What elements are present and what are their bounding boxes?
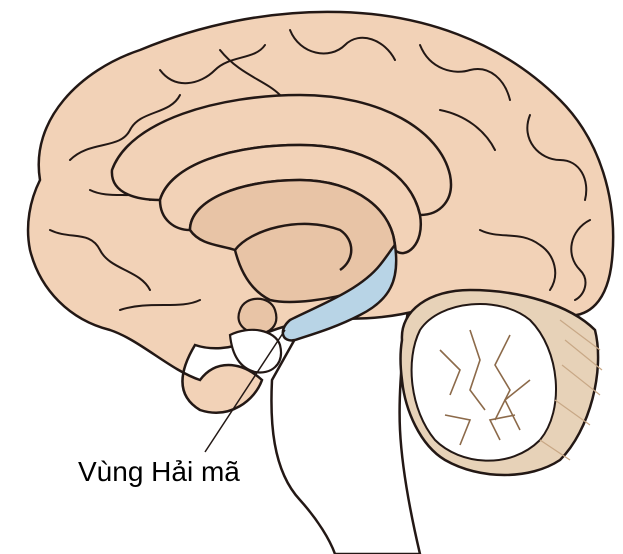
hippocampus-label: Vùng Hải mã [78, 455, 240, 489]
cerebellum [401, 290, 603, 475]
thalamus-bumps [239, 299, 277, 334]
